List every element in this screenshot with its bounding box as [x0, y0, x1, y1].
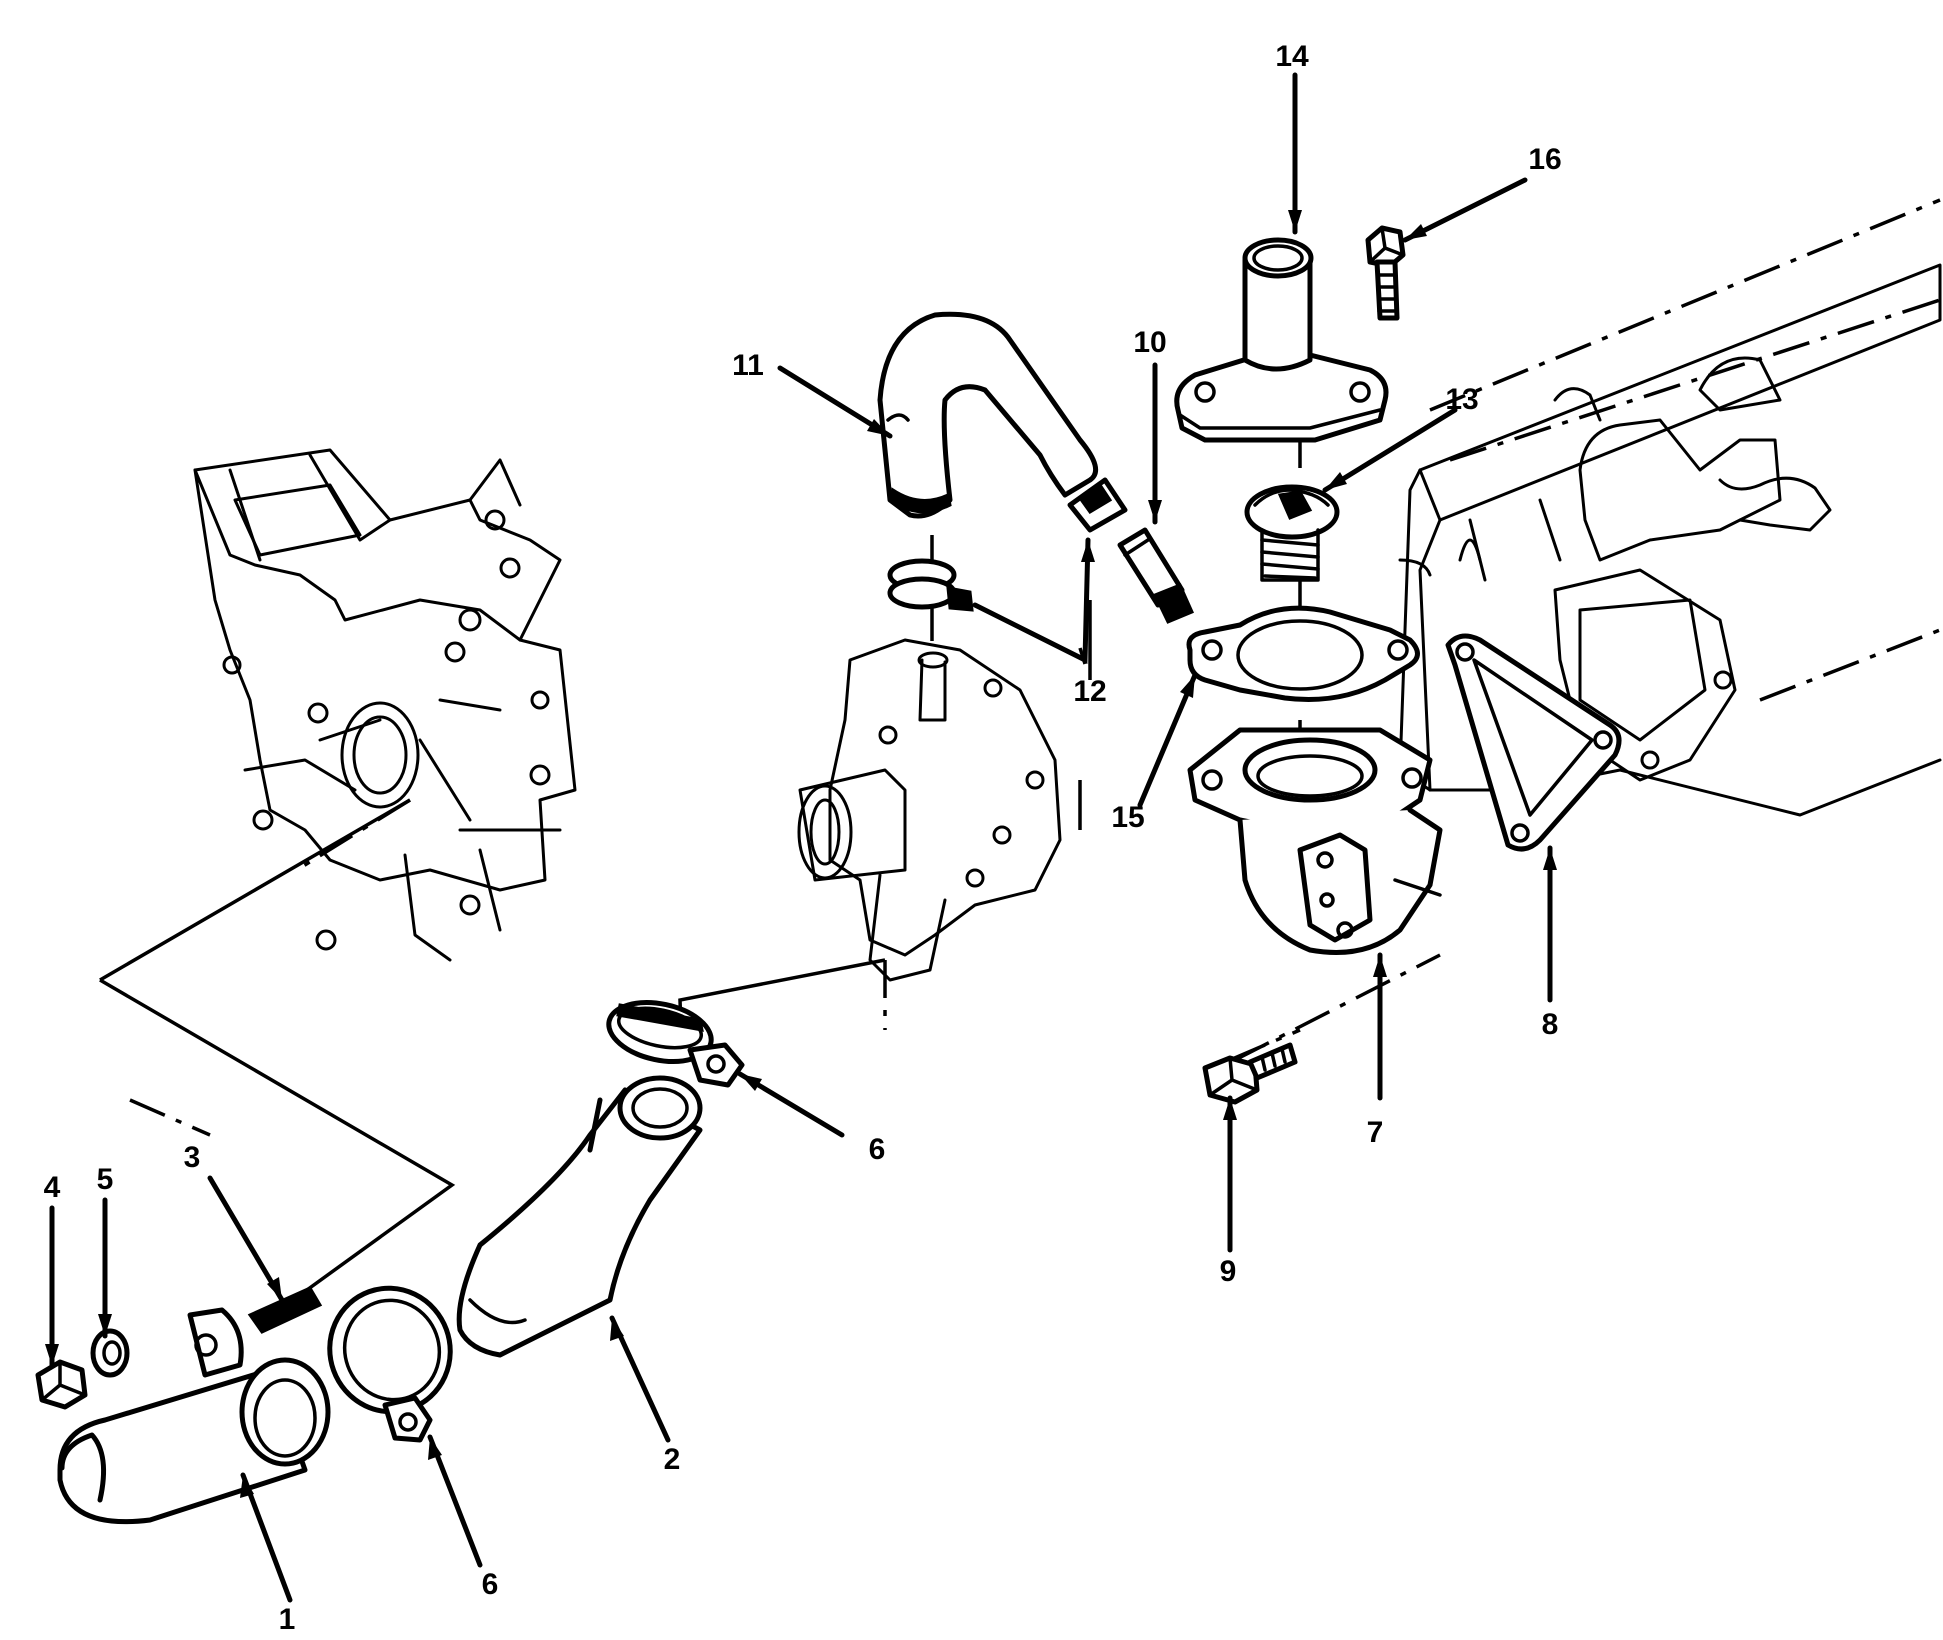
- callout-10: 10: [1133, 326, 1167, 359]
- part-16-bolt: [1365, 225, 1406, 321]
- callout-8: 8: [1541, 1008, 1559, 1041]
- part-10-temperature-sender: [1117, 527, 1194, 624]
- part-6-hose-clamp-lower: [327, 1285, 453, 1443]
- callout-6-lower: 6: [481, 1568, 499, 1601]
- callout-12: 12: [1073, 675, 1107, 708]
- callout-6-upper: 6: [868, 1133, 886, 1166]
- part-13-thermostat: [1244, 484, 1340, 582]
- water-pump-housing: [797, 638, 1062, 982]
- part-12-small-clamp-upper: [1067, 477, 1128, 533]
- part-7-thermostat-housing: [1187, 727, 1443, 955]
- part-15-gasket: [1186, 605, 1420, 702]
- callout-5: 5: [96, 1163, 114, 1196]
- callout-14: 14: [1275, 40, 1309, 73]
- part-9-bolt: [1202, 1042, 1298, 1105]
- callout-3: 3: [183, 1141, 201, 1174]
- callout-7: 7: [1366, 1116, 1384, 1149]
- cylinder-head-right: [1398, 198, 1942, 817]
- callout-13: 13: [1445, 383, 1479, 416]
- part-8-gasket-right: [1445, 633, 1622, 852]
- part-14-water-outlet: [1174, 237, 1389, 443]
- callout-15: 15: [1111, 801, 1145, 834]
- callout-2: 2: [663, 1443, 681, 1476]
- callout-16: 16: [1528, 143, 1562, 176]
- part-11-bypass-hose: [877, 311, 1099, 519]
- part-12-small-clamp-lower: [887, 558, 974, 612]
- callout-leaders: [45, 72, 1557, 1603]
- callout-4: 4: [43, 1171, 61, 1204]
- callout-9: 9: [1219, 1255, 1237, 1288]
- engine-block-left: [193, 448, 577, 962]
- part-4-nut: [35, 1359, 88, 1410]
- callout-1: 1: [278, 1603, 296, 1636]
- part-3-stud: [247, 1286, 323, 1334]
- part-2-lower-hose: [456, 1075, 703, 1358]
- part-6-hose-clamp-upper: [606, 1000, 745, 1088]
- callout-11: 11: [732, 349, 764, 382]
- part-5-washer: [90, 1328, 130, 1378]
